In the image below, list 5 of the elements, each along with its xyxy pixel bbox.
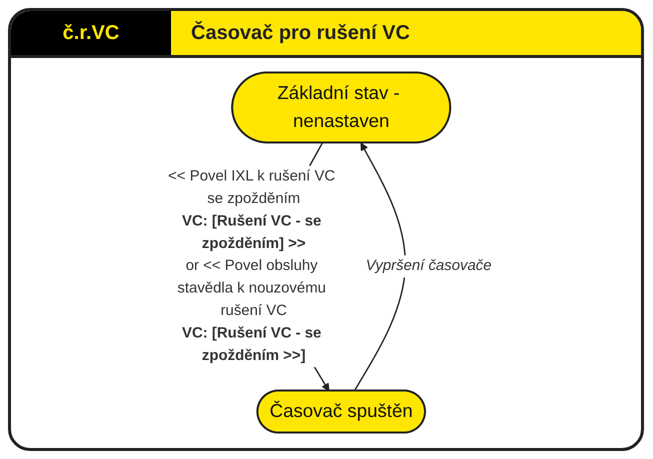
edge-label: Vypršení časovače	[366, 258, 492, 274]
edge-label: << Povel IXL k rušení VC se zpožděním VC: [Rušení VC - se zpožděním] >> or << Povel obsluhy stavědla k nouzovému rušení VC VC: [Rušení VC - se zpožděním >>]	[168, 168, 336, 364]
header-code: č.r.VC	[62, 22, 120, 44]
diagram-title: Časovač pro rušení VC	[191, 22, 410, 44]
arrow	[354, 142, 406, 392]
